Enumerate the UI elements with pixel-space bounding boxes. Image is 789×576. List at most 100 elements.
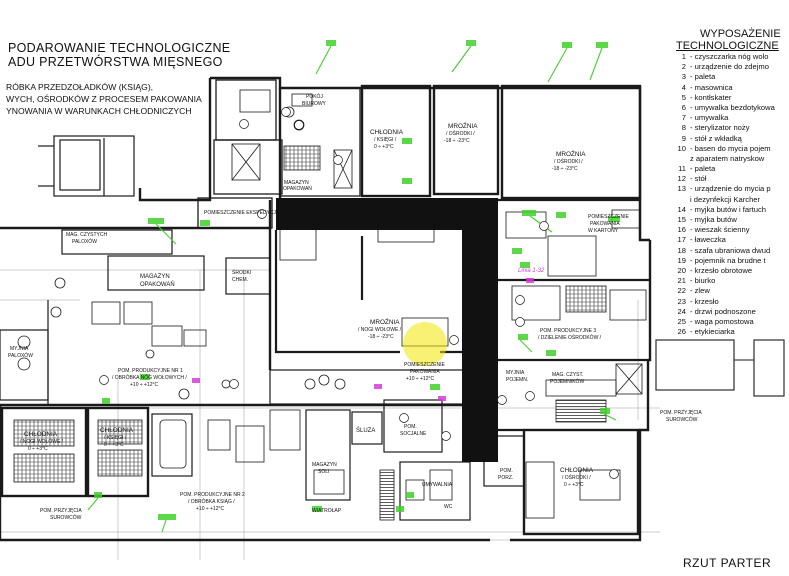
legend-item-number: 5 (681, 92, 686, 102)
svg-text:/ OŚRODKI /: / OŚRODKI / (446, 129, 475, 137)
room-pom-ekspedycji: POMIESZCZENIE EKSPEDYCJI (204, 210, 277, 216)
legend-item-text: i dezynfekcji Karcher (690, 194, 761, 204)
room-srodki-chemiczne: ŚRODKI (232, 268, 251, 276)
room-pom-pakowania: POMIESZCZENIE (404, 362, 446, 368)
svg-text:PAKOWANIA: PAKOWANIA (590, 221, 620, 227)
legend-item-text: - etykieciarka (690, 327, 735, 337)
legend-item-text: - basen do mycia pojem (690, 143, 771, 153)
svg-text:PAKOWANIA: PAKOWANIA (410, 369, 440, 375)
subtitle-line2: WYCH, OŚRODKÓW Z PROCESEM PAKOWANIA (6, 94, 202, 104)
legend-heading-2: TECHNOLOGICZNE (676, 40, 779, 52)
plan-caption: RZUT PARTER (683, 556, 772, 570)
svg-text:/ KSIĘGI /: / KSIĘGI / (104, 435, 127, 441)
legend-item: 18- szafa ubraniowa dwud (672, 246, 789, 256)
legend-item: 1- czyszczarka nóg wolo (672, 52, 789, 62)
room-magazyn-opakowan-top: MAGAZYN (284, 180, 309, 186)
svg-text:-18 ÷ -23°C: -18 ÷ -23°C (552, 166, 578, 172)
legend-item: 19- pojemnik na brudne t (672, 256, 789, 266)
svg-text:/ KSIĘGI /: / KSIĘGI / (374, 137, 397, 143)
legend-item-number: 25 (677, 316, 686, 326)
legend-item-number: 24 (677, 306, 686, 316)
legend-item-number: 1 (681, 52, 686, 61)
room-mag-czystych-paloxow: MAG. CZYSTYCH (66, 232, 108, 238)
legend-item-number: 9 (681, 133, 686, 143)
truck-icon (38, 135, 135, 197)
svg-text:PORZ.: PORZ. (498, 475, 513, 481)
legend-item: 22- zlew (672, 286, 789, 296)
svg-text:0 ÷ +3°C: 0 ÷ +3°C (374, 144, 394, 150)
legend-item: 12- stół (672, 174, 789, 184)
svg-text:PALOXÓW: PALOXÓW (8, 352, 33, 359)
legend-item-number: 15 (677, 215, 686, 224)
legend-item-text: - myjka butów (690, 215, 737, 224)
legend-item-text: - pojemnik na brudne t (690, 255, 766, 265)
highlight-yellow (403, 322, 447, 366)
legend-item-text: - sterylizator noży (690, 123, 750, 133)
subtitle-line1: RÓBKA PRZEDZOŁADKÓW (KSIĄG), (6, 82, 154, 92)
svg-text:SUROWCÓW: SUROWCÓW (50, 514, 82, 521)
legend-item-text: - myjka butów i fartuch (690, 204, 766, 214)
legend-item: 16 - wieszak ścienny (672, 225, 789, 235)
legend-item: 2- urządzenie do zdejmo (672, 62, 789, 72)
legend-item-number: 12 (677, 174, 686, 184)
svg-text:SOCJALNE: SOCJALNE (400, 431, 427, 437)
room-myjnia-paloxow: MYJNIA (10, 346, 29, 352)
legend-item-text: - paleta (690, 164, 716, 174)
top-rooms (197, 79, 642, 229)
svg-text:+10 ÷ +12°C: +10 ÷ +12°C (406, 376, 434, 382)
legend-item: i dezynfekcji Karcher (672, 195, 789, 205)
room-sluza: ŚLUZA (356, 426, 375, 434)
svg-text:SOLI: SOLI (318, 469, 329, 475)
legend-item-number (672, 195, 686, 205)
legend-item: 25- waga pomostowa (672, 317, 789, 327)
room-pokoj-biurowy: POKÓJ (306, 93, 323, 100)
svg-text:/ OŚRODKI /: / OŚRODKI / (554, 157, 583, 165)
legend-item-text: z aparatem natryskow (690, 153, 765, 163)
svg-text:0 ÷ +3°C: 0 ÷ +3°C (564, 482, 584, 488)
room-wc: WC (444, 504, 453, 510)
legend-item: 8- sterylizator noży (672, 123, 789, 133)
subtitle-line3: YNOWANIA W WARUNKACH CHŁODNICZYCH (6, 106, 192, 116)
svg-text:W KARTONY: W KARTONY (588, 228, 619, 234)
equipment-markers (99, 107, 619, 479)
room-pakowanie-kartony: POMIESZCZENIE (588, 214, 630, 220)
legend-item: 24 - drzwi podnoszone (672, 307, 789, 317)
room-mroznia-nogi: MROŹNIA (370, 317, 400, 326)
legend-item-number: 2 (681, 62, 686, 72)
legend-item: 9- stół z wkładką (672, 134, 789, 144)
legend-item: 7- umywalka (672, 113, 789, 123)
legend-item-number: 16 (677, 225, 686, 235)
room-pom-porz: POM. (500, 468, 513, 474)
legend-item: 13 - urządzenie do mycia p (672, 184, 789, 194)
annotation-linia: Linia 1-32 (518, 268, 545, 274)
legend-item-number: 13 (677, 184, 686, 194)
svg-text:/ NOGI WOŁOWE /: / NOGI WOŁOWE / (20, 439, 64, 445)
legend-item-number: 6 (681, 102, 686, 112)
legend-item-text: - umywalka (690, 113, 729, 123)
legend-item-text: - wieszak ścienny (690, 225, 750, 235)
green-leader-lines (87, 45, 617, 533)
room-wiatrolap: WIATROŁAP (312, 508, 342, 514)
legend-item: 21- biurko (672, 276, 789, 286)
room-mroznia-big: MROŹNIA (556, 149, 586, 158)
svg-text:/ OBRÓBKA KSIĄG /: / OBRÓBKA KSIĄG / (188, 498, 235, 505)
room-magazyn-opakowan: MAGAZYN (140, 274, 170, 280)
legend-item-text: - kontłskater (690, 92, 732, 102)
legend-item: 5 - kontłskater (672, 93, 789, 103)
room-mroznia-small: MROŹNIA (448, 121, 478, 130)
legend-item-text: - drzwi podnoszone (690, 306, 756, 316)
room-chlodnia-osrodki: CHŁODNIA (560, 467, 594, 474)
svg-text:/ OBRÓBKA NÓG WOŁOWYCH /: / OBRÓBKA NÓG WOŁOWYCH / (112, 374, 187, 381)
room-chlodnia-nogi: CHŁODNIA (24, 431, 58, 438)
svg-text:0 ÷ +3°C: 0 ÷ +3°C (104, 442, 124, 448)
svg-text:-18 ÷ -23°C: -18 ÷ -23°C (444, 138, 470, 144)
top-left-fixtures (231, 89, 353, 189)
legend-item: 20- krzesło obrotowe (672, 266, 789, 276)
legend-item-number: 17 (677, 235, 686, 245)
legend-item: 23- krzesło (672, 297, 789, 307)
room-pom-prod-1: POM. PRODUKCYJNE NR 1 (118, 368, 183, 374)
svg-text:/ OŚRODKI /: / OŚRODKI / (562, 473, 591, 481)
legend-item-text: - urządzenie do mycia p (690, 184, 771, 194)
